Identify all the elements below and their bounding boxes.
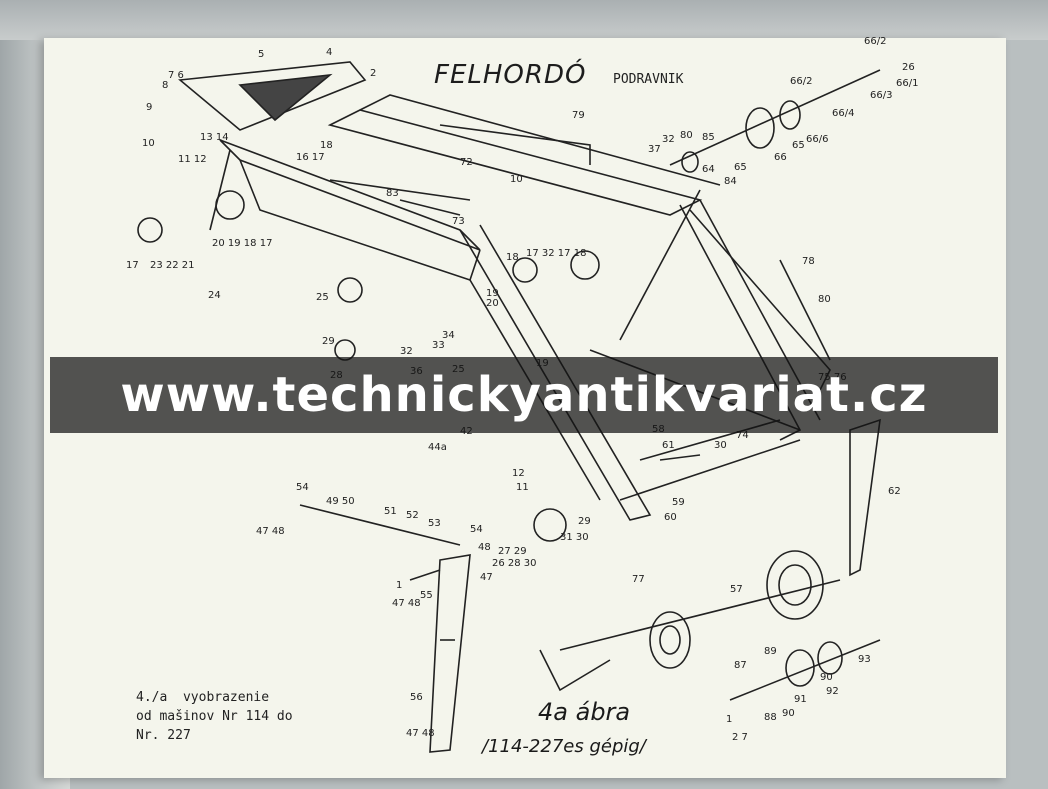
svg-text:19: 19 <box>486 288 499 299</box>
svg-text:2: 2 <box>370 68 376 79</box>
svg-text:66: 66 <box>774 152 787 163</box>
svg-text:47 48: 47 48 <box>392 598 421 609</box>
svg-text:72: 72 <box>460 157 473 168</box>
svg-text:54: 54 <box>470 524 483 535</box>
svg-text:52: 52 <box>406 510 419 521</box>
svg-text:77: 77 <box>632 574 645 585</box>
svg-text:93: 93 <box>858 654 871 665</box>
svg-text:65: 65 <box>734 162 747 173</box>
svg-text:2 7: 2 7 <box>732 732 748 743</box>
svg-text:34: 34 <box>442 330 455 341</box>
watermark-text: www.technickyantikvariat.cz <box>120 367 928 423</box>
svg-text:31 30: 31 30 <box>560 532 589 543</box>
note-line-2: od mašinov Nr 114 do <box>136 709 293 724</box>
svg-text:30: 30 <box>714 440 727 451</box>
svg-text:89: 89 <box>764 646 777 657</box>
svg-text:26: 26 <box>902 62 915 73</box>
diagram-title: FELHORDÓ <box>434 60 587 90</box>
svg-text:66/1: 66/1 <box>896 78 918 89</box>
svg-text:91: 91 <box>794 694 807 705</box>
svg-text:44a: 44a <box>428 442 447 453</box>
svg-text:25: 25 <box>316 292 329 303</box>
svg-text:1: 1 <box>396 580 402 591</box>
svg-text:92: 92 <box>826 686 839 697</box>
svg-text:66/2: 66/2 <box>864 36 886 47</box>
svg-text:90: 90 <box>782 708 795 719</box>
svg-text:84: 84 <box>724 176 737 187</box>
svg-text:55: 55 <box>420 590 433 601</box>
svg-text:66/2: 66/2 <box>790 76 812 87</box>
svg-text:66/6: 66/6 <box>806 134 828 145</box>
svg-text:65: 65 <box>792 140 805 151</box>
figure-sublabel: /114-227es gépig/ <box>482 736 646 757</box>
svg-text:23 22 21: 23 22 21 <box>150 260 195 271</box>
diagram-subtitle: PODRAVNIK <box>613 72 684 87</box>
svg-text:88: 88 <box>764 712 777 723</box>
svg-text:11 12: 11 12 <box>178 154 207 165</box>
svg-text:20: 20 <box>486 298 499 309</box>
svg-text:5: 5 <box>258 49 264 60</box>
svg-text:54: 54 <box>296 482 309 493</box>
svg-text:29: 29 <box>578 516 591 527</box>
svg-text:47 48: 47 48 <box>256 526 285 537</box>
svg-text:18: 18 <box>506 252 519 263</box>
svg-text:87: 87 <box>734 660 747 671</box>
note-line-1: 4./a vyobrazenie <box>136 690 270 705</box>
svg-text:73: 73 <box>452 216 465 227</box>
svg-text:8: 8 <box>162 80 168 91</box>
svg-text:10: 10 <box>142 138 155 149</box>
svg-text:20 19 18 17: 20 19 18 17 <box>212 238 272 249</box>
svg-text:79: 79 <box>572 110 585 121</box>
svg-text:59: 59 <box>672 497 685 508</box>
svg-text:12: 12 <box>512 468 525 479</box>
svg-text:32: 32 <box>400 346 413 357</box>
svg-text:37: 37 <box>648 144 661 155</box>
svg-text:13 14: 13 14 <box>200 132 229 143</box>
svg-text:48: 48 <box>478 542 491 553</box>
machine-range-note: 4./a vyobrazenie od mašinov Nr 114 do Nr… <box>136 688 293 745</box>
svg-text:47 48: 47 48 <box>406 728 435 739</box>
svg-text:11: 11 <box>516 482 529 493</box>
svg-text:24: 24 <box>208 290 221 301</box>
svg-text:10: 10 <box>510 174 523 185</box>
svg-text:18: 18 <box>320 140 333 151</box>
svg-text:64: 64 <box>702 164 715 175</box>
svg-text:17 32 17 18: 17 32 17 18 <box>526 248 586 259</box>
svg-text:74: 74 <box>736 430 749 441</box>
note-line-3: Nr. 227 <box>136 728 191 743</box>
svg-text:66/3: 66/3 <box>870 90 892 101</box>
svg-text:66/4: 66/4 <box>832 108 854 119</box>
svg-text:7 6: 7 6 <box>168 70 184 81</box>
svg-text:80: 80 <box>818 294 831 305</box>
svg-text:27 29: 27 29 <box>498 546 527 557</box>
svg-text:62: 62 <box>888 486 901 497</box>
svg-text:32: 32 <box>662 134 675 145</box>
svg-text:16 17: 16 17 <box>296 152 325 163</box>
svg-text:80: 80 <box>680 130 693 141</box>
svg-text:26 28 30: 26 28 30 <box>492 558 537 569</box>
svg-text:9: 9 <box>146 102 152 113</box>
svg-text:83: 83 <box>386 188 399 199</box>
svg-text:57: 57 <box>730 584 743 595</box>
svg-text:61: 61 <box>662 440 675 451</box>
svg-text:1: 1 <box>726 714 732 725</box>
svg-text:49 50: 49 50 <box>326 496 355 507</box>
svg-text:90: 90 <box>820 672 833 683</box>
svg-text:33: 33 <box>432 340 445 351</box>
svg-text:60: 60 <box>664 512 677 523</box>
svg-text:47: 47 <box>480 572 493 583</box>
svg-text:56: 56 <box>410 692 423 703</box>
watermark-banner: www.technickyantikvariat.cz <box>50 357 998 433</box>
figure-label: 4a ábra <box>538 698 631 726</box>
svg-text:51: 51 <box>384 506 397 517</box>
svg-text:17: 17 <box>126 260 139 271</box>
svg-text:29: 29 <box>322 336 335 347</box>
svg-text:78: 78 <box>802 256 815 267</box>
underlying-page-top <box>0 0 1048 40</box>
svg-text:85: 85 <box>702 132 715 143</box>
svg-text:53: 53 <box>428 518 441 529</box>
svg-text:4: 4 <box>326 47 332 58</box>
